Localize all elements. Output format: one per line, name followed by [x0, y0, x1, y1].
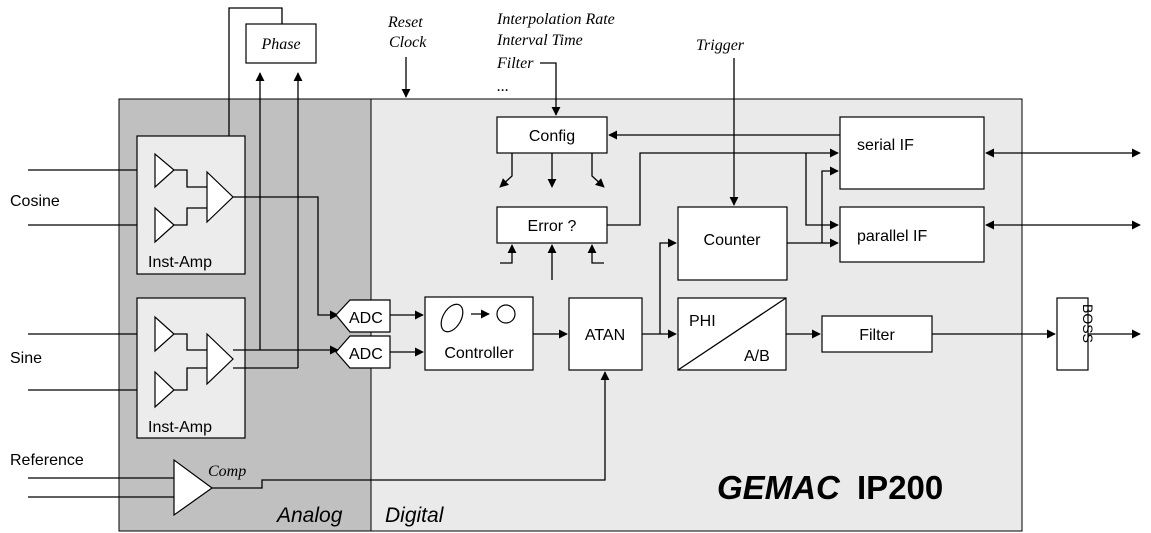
amp-bottom-2	[154, 370, 175, 409]
serial-if-label: serial IF	[857, 137, 914, 154]
interpolation-rate-label: Interpolation Rate	[496, 11, 615, 28]
amp-top-1	[154, 152, 175, 189]
sine-label: Sine	[10, 350, 42, 367]
config-block	[496, 116, 608, 154]
phase-box	[245, 23, 317, 64]
parallel-if-block	[839, 206, 985, 263]
ellipsis-label: ...	[497, 78, 509, 95]
phase-label: Phase	[260, 36, 300, 53]
analog-label: Analog	[275, 504, 343, 527]
amp-top-3	[206, 170, 234, 224]
phi-label: PHI	[689, 313, 716, 330]
atan-block	[568, 297, 643, 371]
error-label: Error ?	[528, 218, 577, 235]
atan-label: ATAN	[585, 327, 625, 344]
amp-bottom-3	[206, 332, 234, 386]
filter-label: Filter	[859, 327, 895, 344]
amp-top-2	[154, 206, 175, 244]
output-box-label: BOSS	[1080, 304, 1096, 343]
config-label: Config	[529, 128, 575, 145]
counter-block	[677, 206, 788, 281]
brand-company: GEMAC	[717, 469, 841, 506]
controller-block	[424, 296, 534, 371]
ellipse-symbol	[440, 303, 464, 333]
adc-top-label: ADC	[349, 310, 383, 327]
adc-bottom-label: ADC	[349, 346, 383, 363]
controller-label: Controller	[444, 345, 514, 362]
trigger-label: Trigger	[696, 37, 745, 54]
comp-label: Comp	[208, 463, 246, 480]
filter-param-label: Filter	[496, 55, 534, 72]
brand-product: IP200	[857, 469, 943, 506]
inst-amp-bottom-label: Inst-Amp	[148, 419, 212, 436]
circle-symbol	[496, 304, 516, 324]
parallel-if-label: parallel IF	[857, 228, 927, 245]
comparator	[173, 458, 214, 517]
clock-label: Clock	[389, 34, 427, 51]
brand-title: GEMAC IP200	[717, 469, 943, 506]
cosine-label: Cosine	[10, 193, 60, 210]
output-box	[1056, 297, 1089, 371]
filter-block	[821, 315, 933, 353]
error-block	[496, 206, 608, 244]
reference-label: Reference	[10, 452, 84, 469]
digital-label: Digital	[385, 504, 445, 527]
adc-top-block	[335, 299, 391, 333]
inst-amp-top-label: Inst-Amp	[148, 254, 212, 271]
counter-label: Counter	[704, 232, 762, 249]
ab-label: A/B	[744, 348, 770, 365]
reset-label: Reset	[387, 14, 423, 31]
amp-bottom-1	[154, 315, 175, 353]
serial-if-block	[839, 116, 985, 190]
interval-time-label: Interval Time	[496, 32, 583, 49]
